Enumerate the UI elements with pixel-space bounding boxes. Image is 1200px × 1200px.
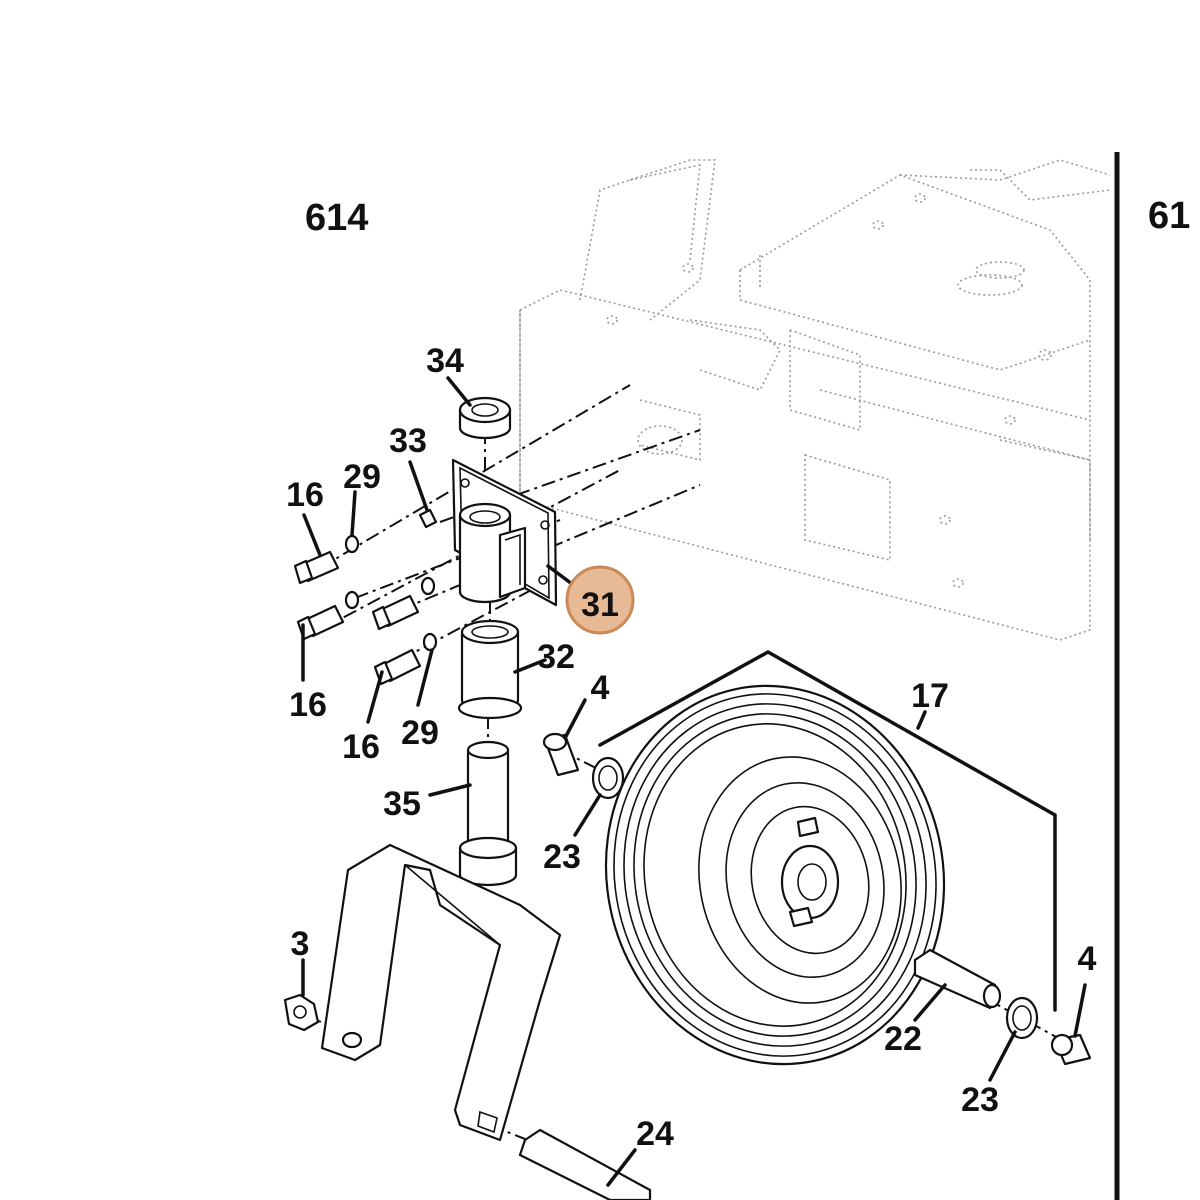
sleeve-part-32 [457,619,523,720]
callout-32[interactable]: 32 [537,638,575,676]
callout-16-top[interactable]: 16 [286,476,324,514]
nut-part-3 [283,993,320,1032]
wheel-part-17 [604,684,946,1066]
callout-23-right[interactable]: 23 [961,1081,999,1119]
callout-3[interactable]: 3 [291,925,310,963]
spacer-part-22 [913,948,1002,1010]
callout-16-mid[interactable]: 16 [289,686,327,724]
bearings-part-23 [591,756,1039,1040]
callout-34[interactable]: 34 [426,342,464,380]
washers-part-29 [344,534,438,652]
callout-16-low[interactable]: 16 [342,728,380,766]
callout-22[interactable]: 22 [884,1020,922,1058]
leader-lines [301,376,1087,1187]
set-screw-part-33 [418,508,438,529]
collar-part-34 [458,396,512,440]
bushings-part-4 [542,732,1092,1066]
highlight-marker[interactable] [565,565,635,635]
callout-33[interactable]: 33 [389,422,427,460]
callout-29-low[interactable]: 29 [401,714,439,752]
axle-bolt-part-24 [518,1128,652,1200]
callout-35[interactable]: 35 [383,785,421,823]
callout-31[interactable]: 31 [581,586,619,624]
callout-4-left[interactable]: 4 [591,669,610,707]
callout-24[interactable]: 24 [636,1115,674,1153]
callout-4-right[interactable]: 4 [1078,940,1097,978]
bolts-part-16 [293,550,422,686]
ghost-frame [519,159,1111,641]
callout-17[interactable]: 17 [911,677,949,715]
section-label-61: 61 [1148,195,1190,237]
caster-fork-part-35 [320,740,562,1142]
section-label-614: 614 [305,197,368,239]
callout-29-top[interactable]: 29 [343,458,381,496]
callout-23-left[interactable]: 23 [543,838,581,876]
mount-plate-part-31 [451,458,558,607]
